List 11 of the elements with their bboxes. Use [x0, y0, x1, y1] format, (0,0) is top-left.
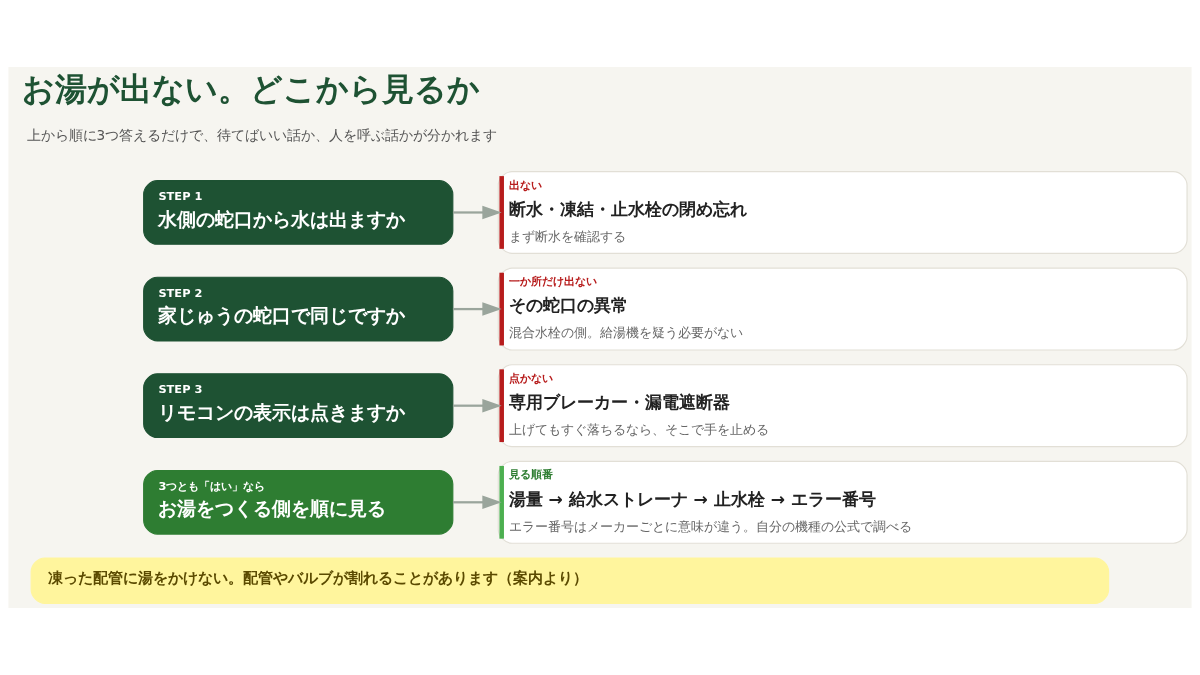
node-box: 凍った配管に湯をかけない。配管やバルブが割れることがあります（案内より）: [30, 557, 1110, 605]
diagram-title: お湯が出ない。どこから見るか: [22, 70, 481, 109]
label: 上から順に3つ答えるだけで、待てばいい話か、人を呼ぶ話かが分かれます: [26, 127, 498, 144]
node-box: STEP 3 リモコンの表示は点きますか: [143, 373, 454, 439]
arrow: [452, 495, 502, 510]
arrow: [452, 302, 502, 316]
arrow: [452, 398, 502, 413]
node-box: 3つとも「はい」なら お湯をつくる側を順に見る: [143, 469, 454, 535]
node-box: STEP 2 家じゅうの蛇口で同じですか: [143, 276, 454, 342]
node-box: STEP 1 水側の蛇口から水は出ますか: [143, 180, 454, 245]
arrow: [452, 205, 502, 220]
